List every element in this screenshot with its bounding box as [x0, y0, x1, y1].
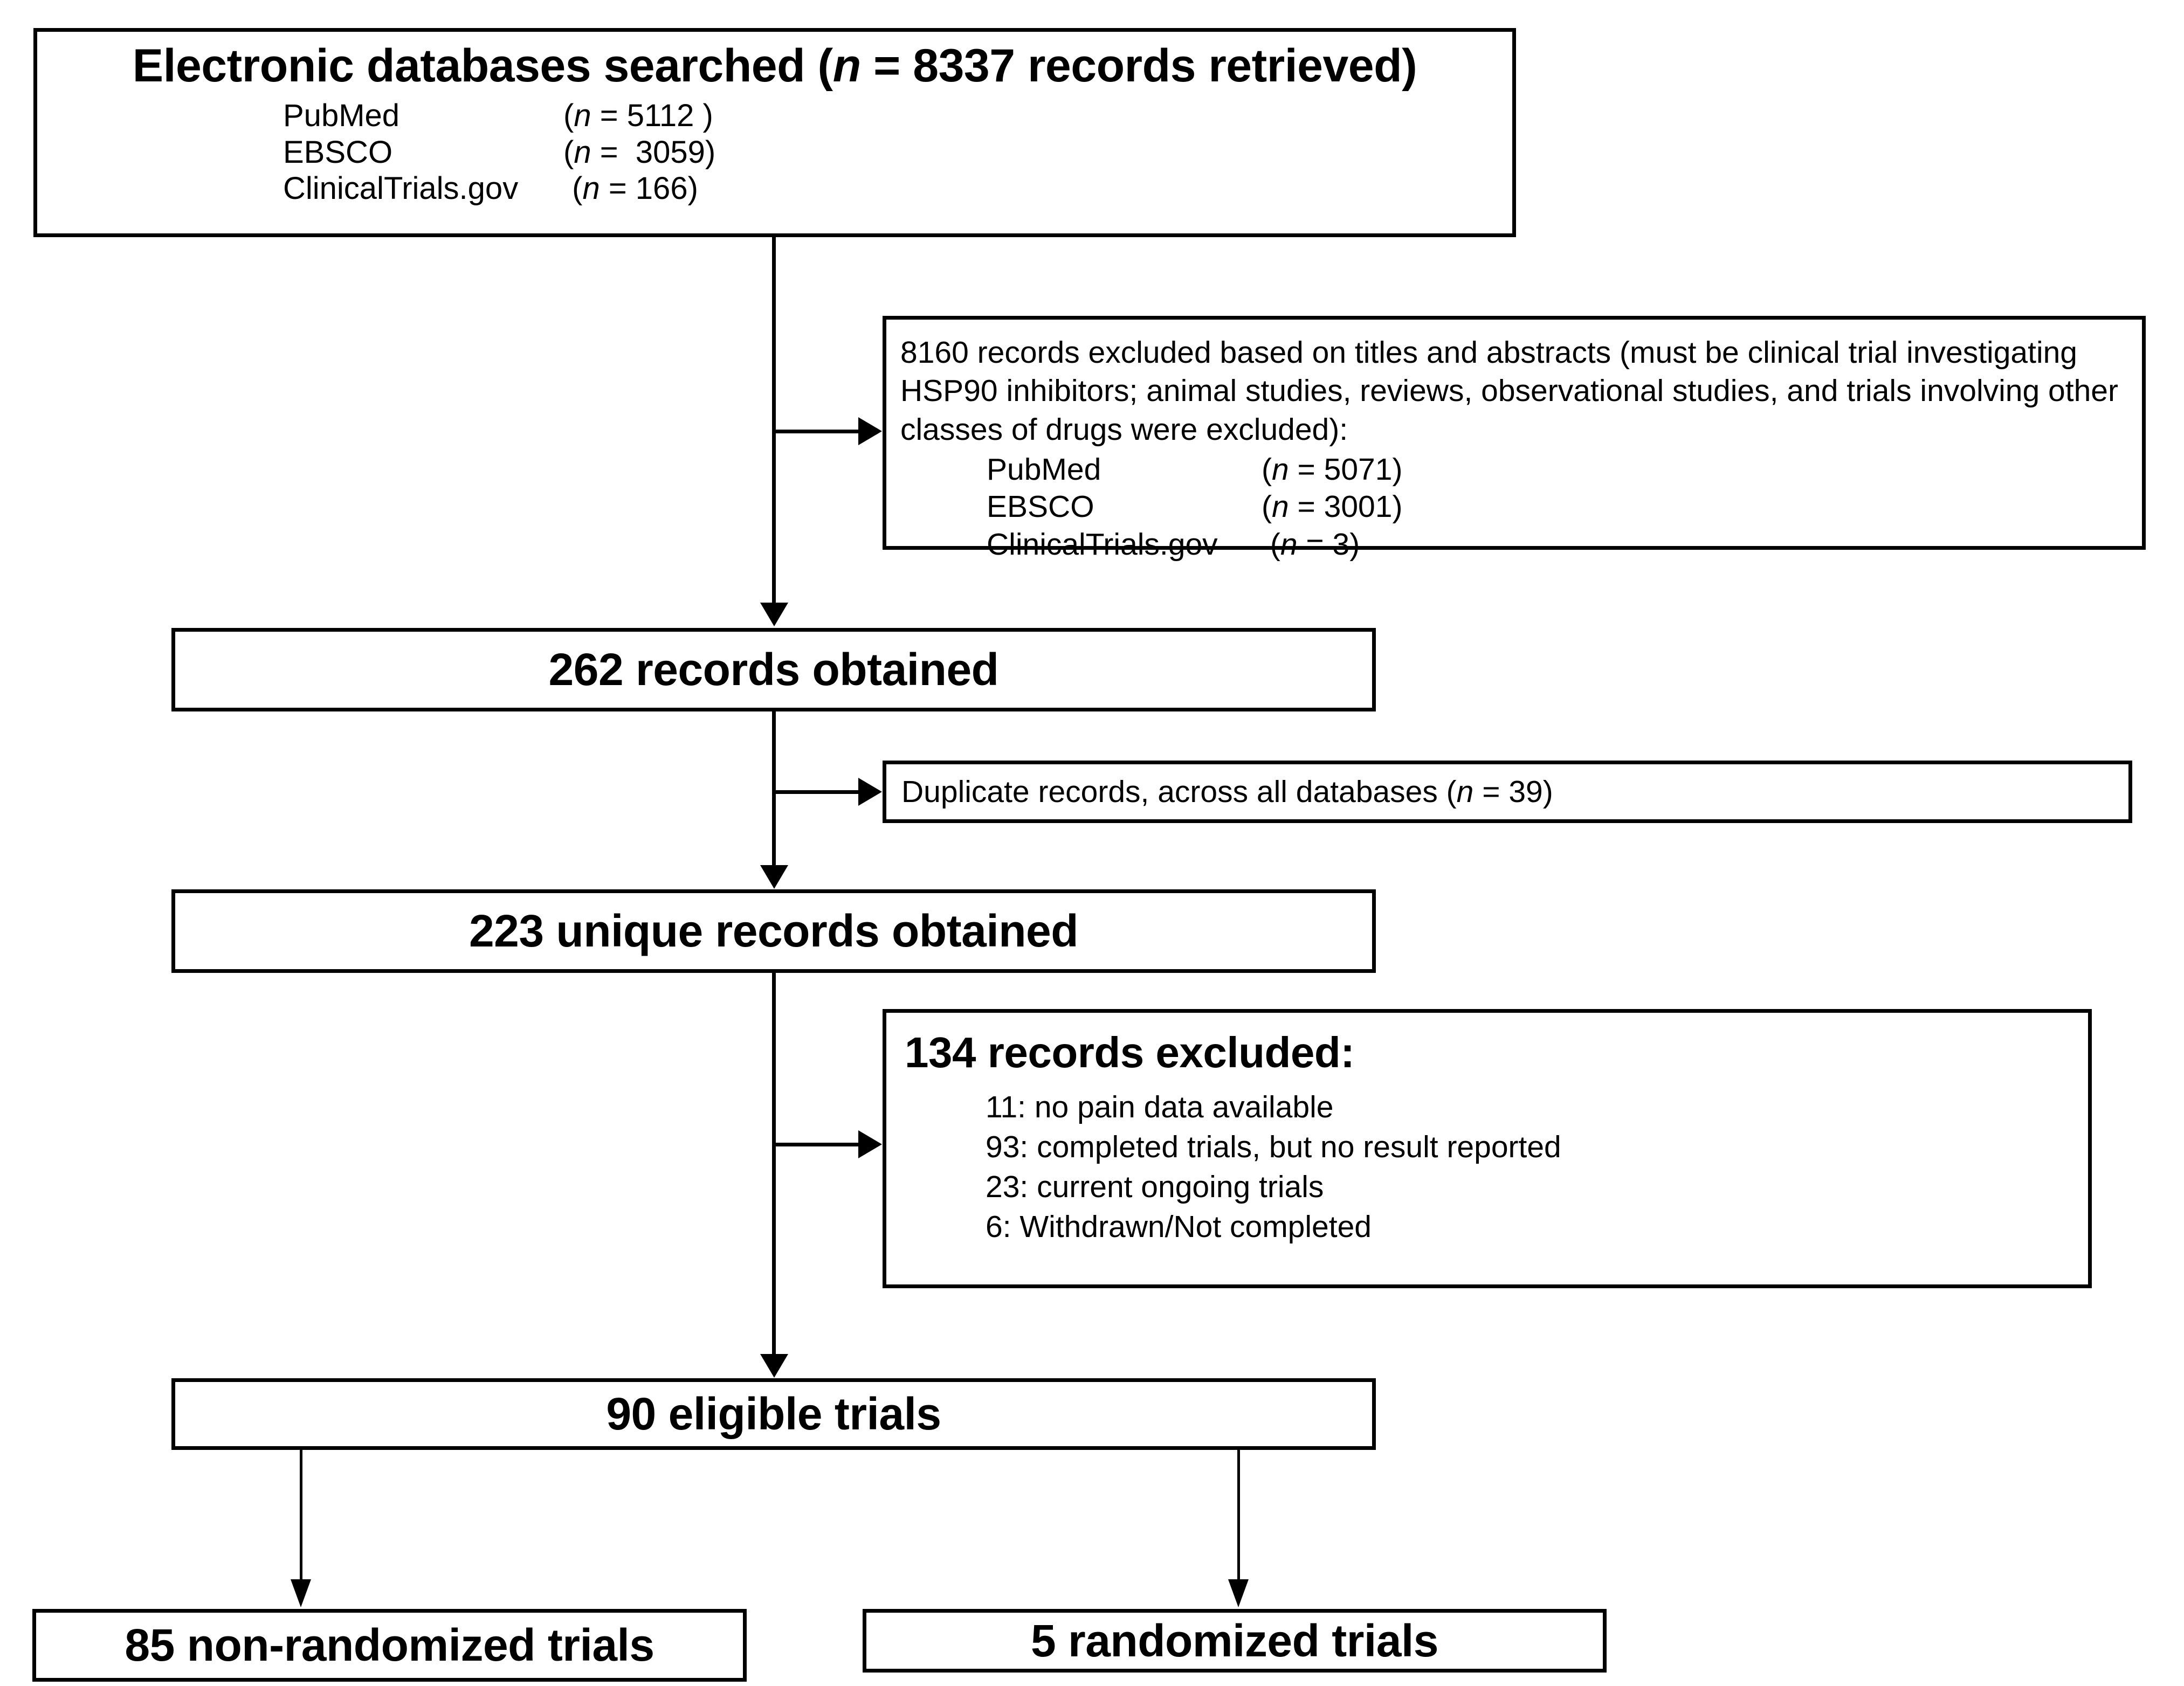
count-prefix: (	[563, 98, 574, 134]
database-source-row: EBSCO (n = 3059)	[283, 134, 1498, 170]
non-randomized-trials-box: 85 non-randomized trials	[32, 1609, 747, 1682]
count-suffix: = 3059)	[591, 134, 716, 170]
databases-searched-box: Electronic databases searched (n = 8337 …	[33, 28, 1516, 237]
connector-databases-to-262	[772, 237, 776, 603]
connector-90-to-randomized	[1237, 1450, 1240, 1582]
databases-heading-n: n	[832, 40, 862, 92]
databases-heading-prefix: Electronic databases searched (	[132, 40, 833, 92]
count-suffix: = 166)	[600, 170, 698, 206]
database-source-row: PubMed (n = 5112 )	[283, 98, 1498, 134]
count-n: n	[574, 98, 591, 134]
arrow-to-excluded-titles	[858, 417, 882, 445]
count-n: n	[1271, 489, 1289, 524]
count-prefix: (	[1262, 527, 1280, 562]
count-prefix: (	[563, 134, 574, 170]
count-prefix: (	[1262, 452, 1272, 487]
count-suffix: = 5112 )	[591, 98, 713, 134]
excluded-source-name: PubMed	[987, 452, 1101, 487]
records-excluded-heading: 134 records excluded:	[905, 1028, 1355, 1076]
excluded-source-count: (n = 3001)	[1262, 488, 1402, 526]
arrow-to-duplicates	[858, 778, 882, 806]
database-source-name: EBSCO	[283, 134, 393, 170]
databases-heading-suffix: = 8337 records retrieved)	[860, 40, 1417, 92]
non-randomized-trials-label: 85 non-randomized trials	[125, 1620, 654, 1670]
databases-heading: Electronic databases searched (n = 8337 …	[51, 42, 1498, 90]
count-prefix: (	[563, 170, 583, 206]
database-source-count: (n = 166)	[563, 170, 698, 206]
count-suffix: = 3001)	[1289, 489, 1403, 524]
records-excluded-reason: 23: current ongoing trials	[986, 1170, 1324, 1205]
excluded-title-line-3: classes of drugs were excluded):	[900, 412, 1348, 447]
duplicate-records-text: Duplicate records, across all databases …	[901, 774, 1553, 810]
eligible-trials-label: 90 eligible trials	[606, 1388, 941, 1439]
arrow-to-90-eligible	[760, 1354, 788, 1378]
excluded-by-title-box: 8160 records excluded based on titles an…	[883, 316, 2146, 562]
excluded-title-source-list: PubMed (n = 5071) EBSCO (n = 3001) Clini…	[900, 451, 2130, 564]
count-n: n	[582, 170, 600, 206]
count-n: n	[574, 134, 591, 170]
connector-223-to-excluded-134	[772, 1143, 858, 1146]
count-n: n	[1280, 527, 1298, 562]
count-suffix: = 3)	[1297, 527, 1360, 562]
connector-90-to-non-randomized	[300, 1450, 302, 1582]
arrow-to-randomized	[1228, 1579, 1249, 1607]
duplicates-n: n	[1456, 775, 1474, 809]
unique-records-label: 223 unique records obtained	[469, 906, 1079, 956]
excluded-title-line-2: HSP90 inhibitors; animal studies, review…	[900, 374, 2118, 409]
duplicates-prefix: Duplicate records, across all databases …	[901, 775, 1457, 809]
arrow-to-223	[760, 865, 788, 889]
records-excluded-reason-list: 11: no pain data available 93: completed…	[905, 1087, 2076, 1247]
records-obtained-label: 262 records obtained	[548, 644, 999, 695]
database-source-count: (n = 3059)	[563, 134, 715, 170]
database-source-name: ClinicalTrials.gov	[283, 170, 519, 206]
excluded-source-row: EBSCO (n = 3001)	[987, 488, 2130, 526]
excluded-source-row: ClinicalTrials.gov (n = 3)	[987, 526, 2130, 564]
excluded-source-count: (n = 3)	[1262, 526, 1360, 564]
records-excluded-box: 134 records excluded: 11: no pain data a…	[883, 1009, 2092, 1288]
arrow-to-non-randomized	[291, 1579, 311, 1607]
duplicate-records-box: Duplicate records, across all databases …	[883, 761, 2132, 823]
excluded-source-name: EBSCO	[987, 489, 1094, 524]
connector-databases-to-excluded-titles	[772, 430, 858, 433]
records-excluded-reason: 11: no pain data available	[986, 1090, 1334, 1124]
database-source-count: (n = 5112 )	[563, 98, 713, 134]
arrow-to-262	[760, 603, 788, 626]
connector-262-to-duplicates	[772, 790, 858, 794]
randomized-trials-label: 5 randomized trials	[1030, 1615, 1439, 1666]
connector-262-to-223	[772, 711, 776, 865]
databases-source-list: PubMed (n = 5112 ) EBSCO (n = 3059) Clin…	[51, 98, 1498, 206]
unique-records-box: 223 unique records obtained	[171, 889, 1376, 973]
excluded-by-title-paragraph: 8160 records excluded based on titles an…	[900, 334, 2130, 449]
arrow-to-excluded-134	[858, 1130, 882, 1158]
eligible-trials-box: 90 eligible trials	[171, 1378, 1376, 1450]
excluded-source-row: PubMed (n = 5071)	[987, 451, 2130, 489]
count-prefix: (	[1262, 489, 1272, 524]
duplicates-suffix: = 39)	[1473, 775, 1553, 809]
excluded-source-name: ClinicalTrials.gov	[987, 527, 1218, 562]
connector-223-to-90	[772, 973, 776, 1354]
database-source-name: PubMed	[283, 98, 400, 134]
database-source-row: ClinicalTrials.gov (n = 166)	[283, 170, 1498, 206]
count-suffix: = 5071)	[1289, 452, 1403, 487]
randomized-trials-box: 5 randomized trials	[863, 1609, 1607, 1673]
excluded-title-line-1: 8160 records excluded based on titles an…	[900, 335, 2078, 370]
records-excluded-reason: 6: Withdrawn/Not completed	[986, 1210, 1372, 1245]
count-n: n	[1271, 452, 1289, 487]
records-obtained-box: 262 records obtained	[171, 628, 1376, 711]
excluded-source-count: (n = 5071)	[1262, 451, 1402, 489]
records-excluded-reason: 93: completed trials, but no result repo…	[986, 1130, 1561, 1165]
